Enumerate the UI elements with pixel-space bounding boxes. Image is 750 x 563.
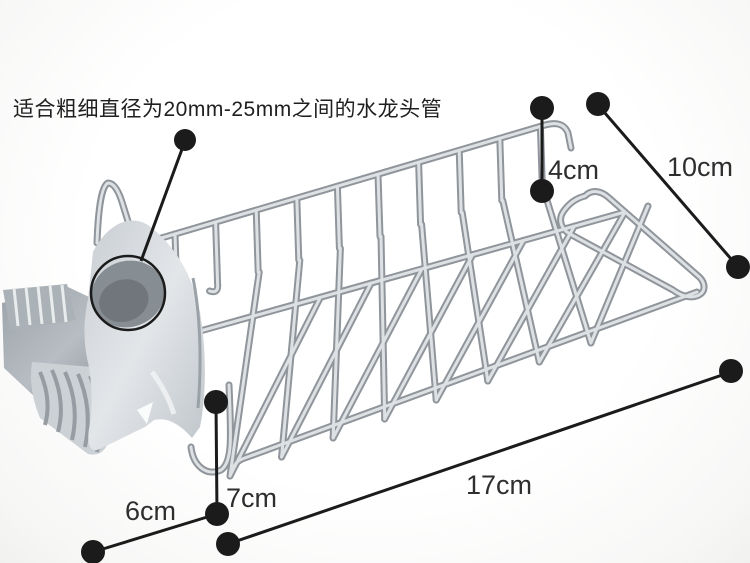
dim-label-6cm: 6cm [125,496,177,526]
dim-label-4cm: 4cm [548,155,600,185]
note-leader-line [139,140,187,262]
annotations [81,92,750,563]
dim-17cm-line [227,370,732,546]
clamp-circle-annotation [89,254,167,332]
clamp-glint [137,402,153,424]
dim-label-7cm: 7cm [226,483,278,513]
dim-10cm-line [596,104,740,268]
dim-6cm-line [92,512,218,554]
clamp-pipe-opening [91,260,165,328]
faucet-clamp [2,220,205,455]
dim-7cm-line [214,402,219,515]
dim-label-17cm: 17cm [466,470,533,500]
dim-label-10cm: 10cm [667,152,734,182]
fit-note: 适合粗细直径为20mm-25mm之间的水龙头管 [13,98,443,121]
clamp-highlight [149,370,177,415]
clamp-jaw-edge-shade [191,277,202,409]
dimension-dots [81,92,750,563]
clamp-rib-lines [12,284,68,327]
